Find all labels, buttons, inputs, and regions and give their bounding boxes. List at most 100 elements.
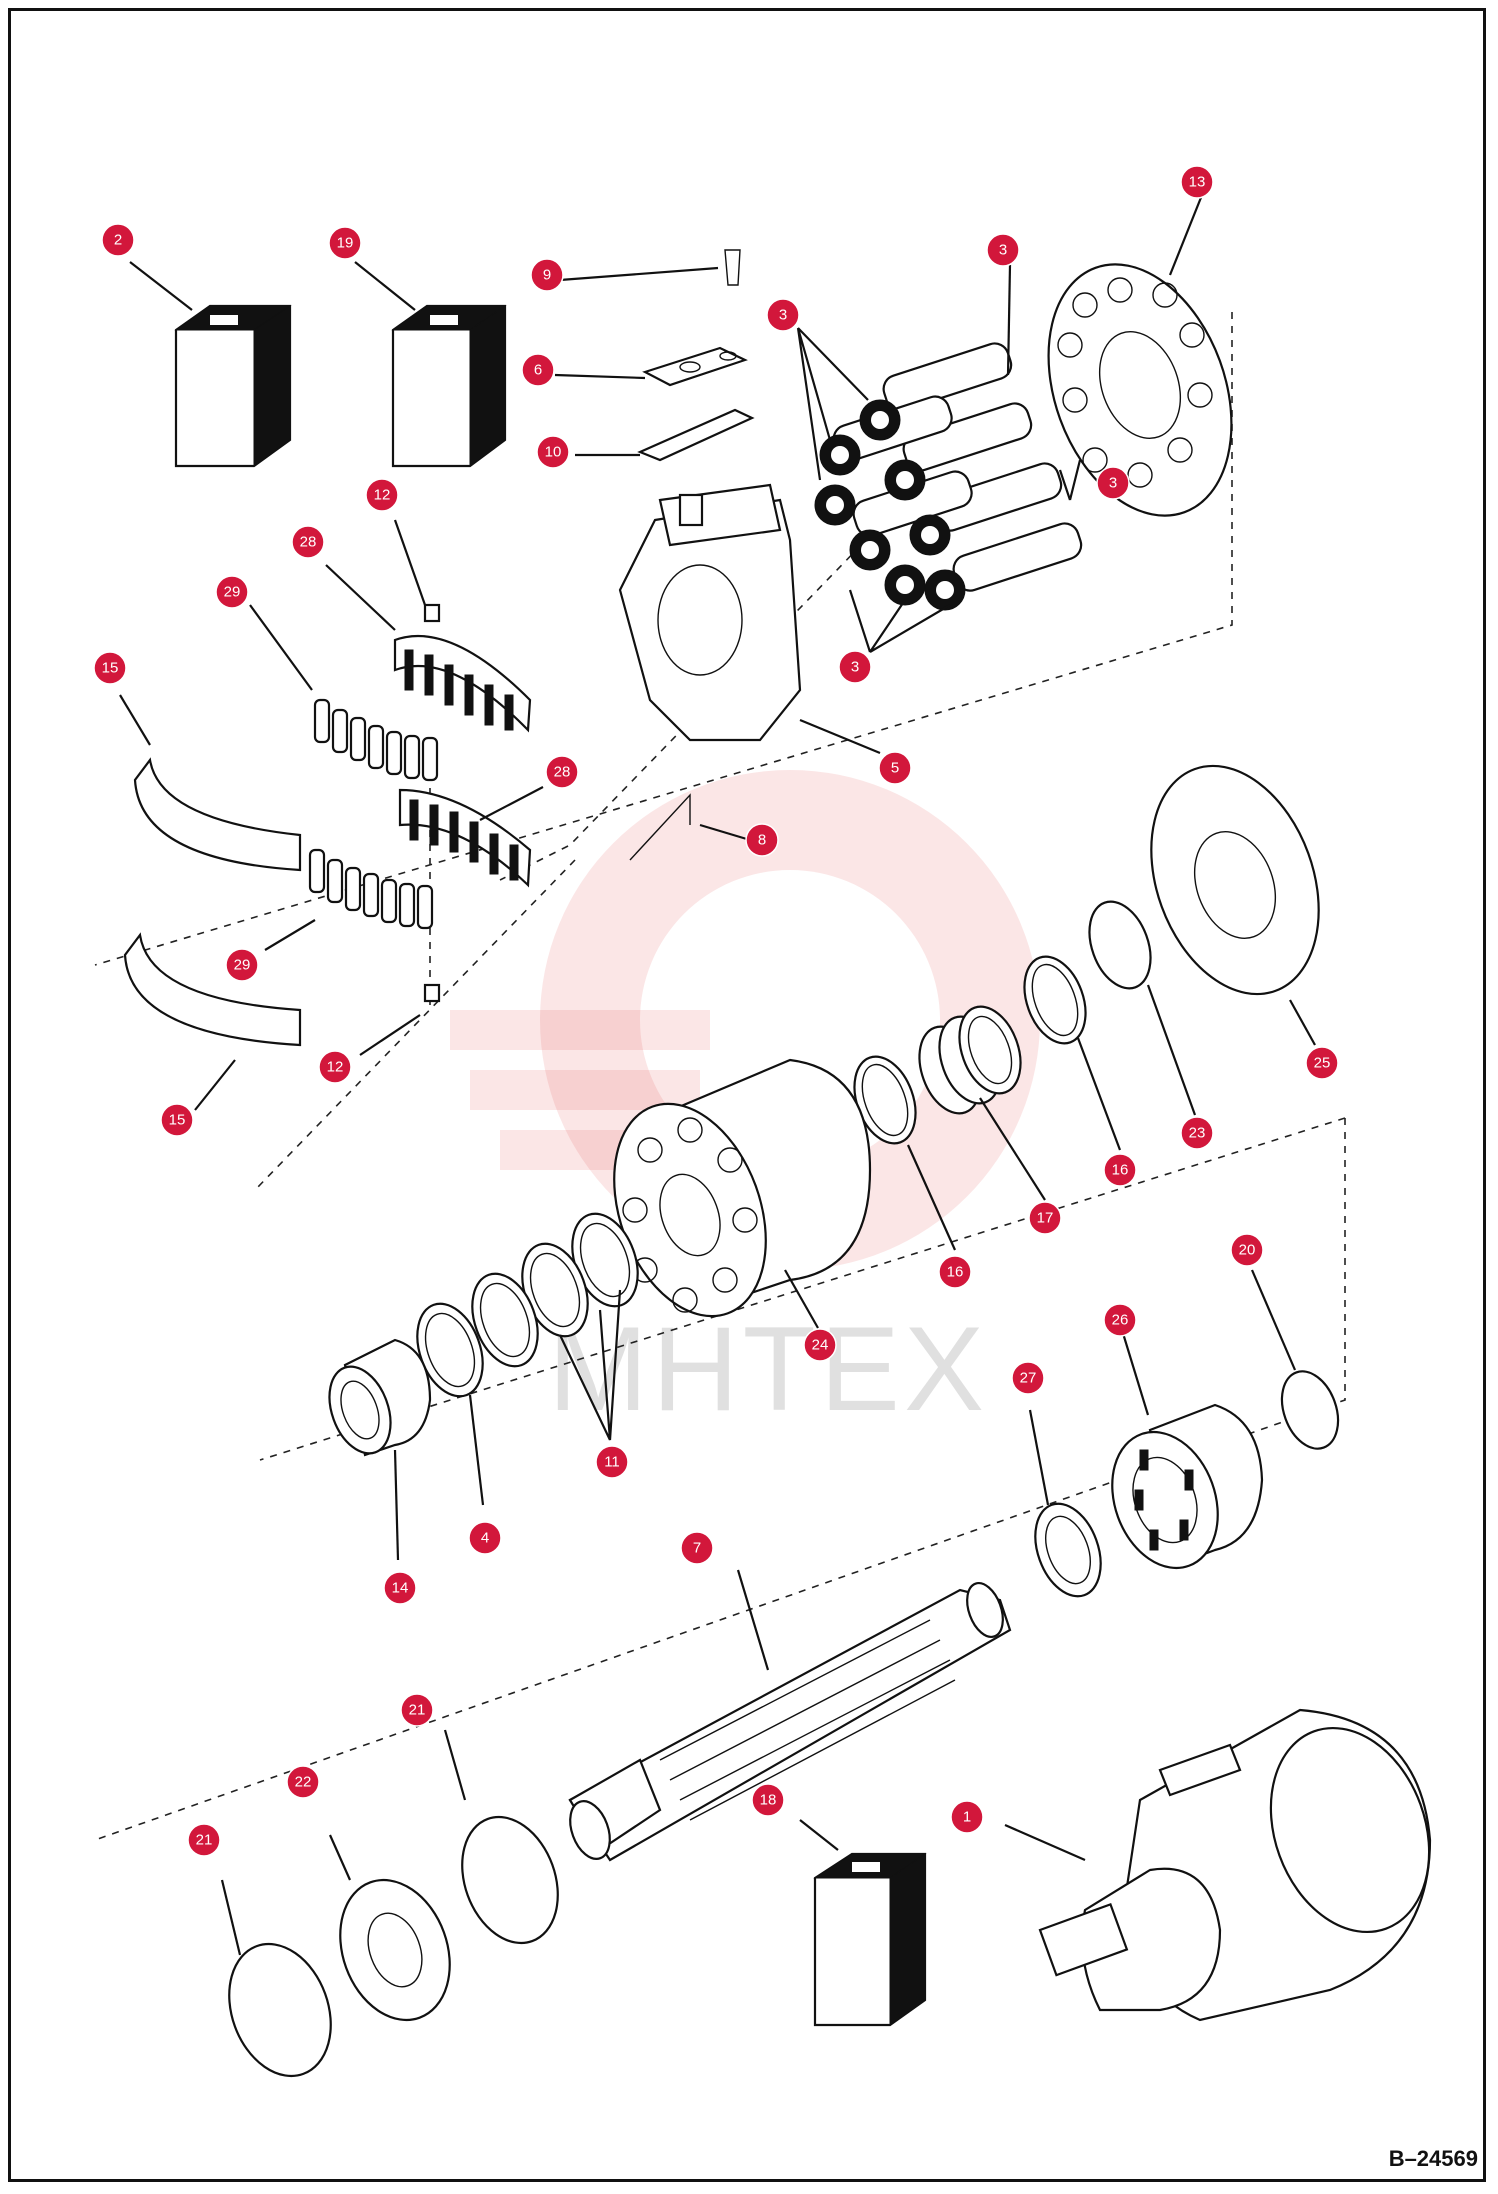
callout-5: 5 <box>878 751 912 785</box>
callout-7: 7 <box>680 1531 714 1565</box>
bearing-26 <box>1111 1403 1264 1570</box>
washer-27 <box>1034 1502 1102 1598</box>
svg-text:26: 26 <box>1112 1312 1129 1329</box>
seal-kit-box-18 <box>813 1852 927 2027</box>
callout-13: 13 <box>1180 165 1214 199</box>
callout-1: 1 <box>950 1800 984 1834</box>
shims-11 <box>471 1212 639 1368</box>
svg-text:13: 13 <box>1189 174 1206 191</box>
rollers-29-upper <box>313 698 439 782</box>
callout-24: 24 <box>803 1328 837 1362</box>
callout-29-top: 29 <box>215 575 249 609</box>
svg-text:14: 14 <box>392 1580 409 1597</box>
callout-12-bottom: 12 <box>318 1050 352 1084</box>
callout-19: 19 <box>328 226 362 260</box>
svg-text:17: 17 <box>1037 1210 1054 1227</box>
svg-text:15: 15 <box>169 1112 186 1129</box>
retaining-ring-21-right <box>461 1815 559 1945</box>
svg-text:12: 12 <box>374 487 391 504</box>
drawing-number: B–24569 <box>1388 2146 1478 2171</box>
retaining-ring-21-left <box>228 1942 332 2078</box>
callout-12-top: 12 <box>365 478 399 512</box>
leader-lines <box>119 194 1316 1956</box>
svg-text:25: 25 <box>1314 1055 1331 1072</box>
svg-text:29: 29 <box>224 584 241 601</box>
callout-27: 27 <box>1011 1361 1045 1395</box>
callout-labels: 2 19 9 6 10 3 3 3 3 3 13 12 28 29 15 5 2… <box>93 165 1339 1857</box>
pin-9 <box>724 249 741 286</box>
plate-6 <box>642 346 748 387</box>
watermark-text: MHTEX <box>548 1302 988 1436</box>
svg-text:19: 19 <box>337 235 354 252</box>
svg-text:28: 28 <box>554 764 571 781</box>
callout-3-right: 3 <box>1096 466 1130 500</box>
seal-22 <box>339 1878 451 2022</box>
drive-shaft-7 <box>568 1582 1012 1862</box>
callout-22: 22 <box>286 1765 320 1799</box>
svg-text:6: 6 <box>534 362 542 379</box>
callout-16-right: 16 <box>1103 1153 1137 1187</box>
washer-16-right <box>1023 955 1087 1045</box>
callout-17: 17 <box>1028 1201 1062 1235</box>
svg-text:28: 28 <box>300 534 317 551</box>
callout-3-bottom: 3 <box>838 650 872 684</box>
callout-9: 9 <box>530 258 564 292</box>
callout-16-left: 16 <box>938 1255 972 1289</box>
svg-text:9: 9 <box>543 267 551 284</box>
svg-text:20: 20 <box>1239 1242 1256 1259</box>
valve-plate-13 <box>1047 263 1233 517</box>
callout-6: 6 <box>521 353 555 387</box>
svg-text:8: 8 <box>758 832 766 849</box>
motor-assembly-1 <box>1038 1708 1432 2022</box>
svg-text:3: 3 <box>1109 475 1117 492</box>
rollers-29-lower <box>308 848 434 930</box>
callout-29-bottom: 29 <box>225 948 259 982</box>
washer-16-left <box>853 1055 917 1145</box>
seal-kit-box-2 <box>174 304 292 468</box>
callout-28-bottom: 28 <box>545 755 579 789</box>
svg-text:5: 5 <box>891 760 899 777</box>
bearing-cage-28-upper <box>393 634 532 733</box>
callout-4: 4 <box>468 1521 502 1555</box>
pistons-3 <box>814 342 1083 611</box>
callout-2: 2 <box>101 223 135 257</box>
callout-21-right: 21 <box>400 1693 434 1727</box>
svg-text:3: 3 <box>851 659 859 676</box>
callout-21-left: 21 <box>187 1823 221 1857</box>
svg-text:21: 21 <box>196 1832 213 1849</box>
snap-ring-23 <box>1088 900 1152 990</box>
svg-text:22: 22 <box>295 1774 312 1791</box>
svg-text:11: 11 <box>604 1454 620 1471</box>
svg-text:16: 16 <box>947 1264 964 1281</box>
callout-14: 14 <box>383 1571 417 1605</box>
callout-25: 25 <box>1305 1046 1339 1080</box>
svg-text:10: 10 <box>545 444 562 461</box>
seal-kit-box-19 <box>391 304 507 468</box>
svg-text:23: 23 <box>1189 1125 1206 1142</box>
svg-text:7: 7 <box>693 1540 701 1557</box>
bushing-15-upper <box>133 757 302 872</box>
svg-text:1: 1 <box>963 1809 971 1826</box>
callout-26: 26 <box>1103 1303 1137 1337</box>
svg-text:2: 2 <box>114 232 122 249</box>
valve-plate-25 <box>1150 764 1320 996</box>
swash-plate-5 <box>618 483 802 742</box>
callout-18: 18 <box>751 1783 785 1817</box>
callout-15-bottom: 15 <box>160 1103 194 1137</box>
svg-text:3: 3 <box>779 307 787 324</box>
svg-text:29: 29 <box>234 957 251 974</box>
svg-text:12: 12 <box>327 1059 344 1076</box>
callout-3-upper-left: 3 <box>766 298 800 332</box>
svg-text:24: 24 <box>812 1337 829 1354</box>
svg-text:4: 4 <box>481 1530 489 1547</box>
wire-10 <box>637 408 755 462</box>
callout-23: 23 <box>1180 1116 1214 1150</box>
callout-10: 10 <box>536 435 570 469</box>
callout-11: 11 <box>595 1445 629 1479</box>
callout-20: 20 <box>1230 1233 1264 1267</box>
svg-text:15: 15 <box>102 660 119 677</box>
snap-ring-20 <box>1280 1370 1340 1450</box>
svg-text:27: 27 <box>1020 1370 1037 1387</box>
svg-text:18: 18 <box>760 1792 777 1809</box>
